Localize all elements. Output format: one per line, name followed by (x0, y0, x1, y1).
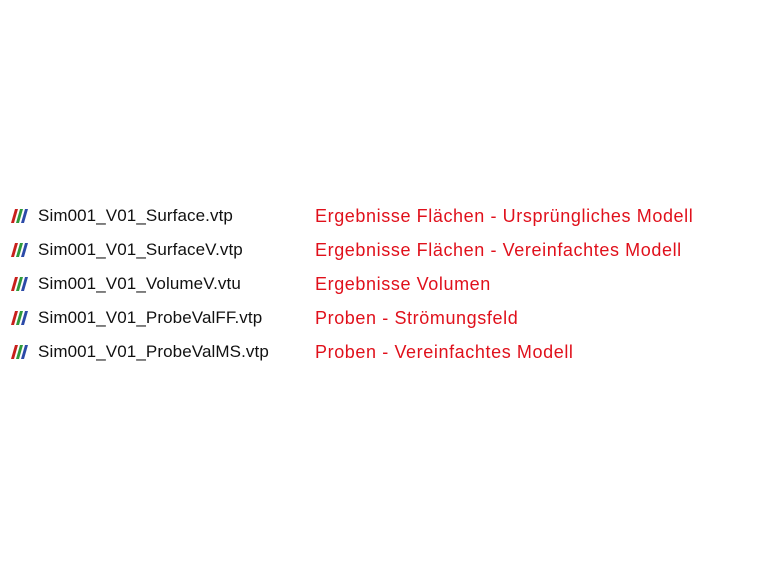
file-description: Ergebnisse Flächen - Vereinfachtes Model… (315, 239, 682, 260)
file-name[interactable]: Sim001_V01_ProbeValFF.vtp (38, 308, 263, 327)
file-name[interactable]: Sim001_V01_VolumeV.vtu (38, 274, 241, 293)
file-description: Ergebnisse Flächen - Ursprüngliches Mode… (315, 205, 694, 226)
file-cell[interactable]: Sim001_V01_VolumeV.vtu (8, 274, 315, 294)
file-row[interactable]: Sim001_V01_VolumeV.vtu Ergebnisse Volume… (8, 267, 752, 301)
file-row[interactable]: Sim001_V01_ProbeValMS.vtp Proben - Verei… (8, 335, 752, 369)
paraview-file-icon (11, 345, 28, 359)
paraview-file-icon (11, 209, 28, 223)
file-cell[interactable]: Sim001_V01_Surface.vtp (8, 206, 315, 226)
file-cell[interactable]: Sim001_V01_SurfaceV.vtp (8, 240, 315, 260)
file-name[interactable]: Sim001_V01_SurfaceV.vtp (38, 240, 243, 259)
file-cell[interactable]: Sim001_V01_ProbeValMS.vtp (8, 342, 315, 362)
paraview-file-icon (11, 243, 28, 257)
file-cell[interactable]: Sim001_V01_ProbeValFF.vtp (8, 308, 315, 328)
file-description: Proben - Vereinfachtes Modell (315, 341, 574, 362)
file-list: Sim001_V01_Surface.vtp Ergebnisse Fläche… (8, 199, 752, 369)
file-description: Proben - Strömungsfeld (315, 307, 519, 328)
file-name[interactable]: Sim001_V01_ProbeValMS.vtp (38, 342, 269, 361)
paraview-file-icon (11, 311, 28, 325)
paraview-file-icon (11, 277, 28, 291)
file-row[interactable]: Sim001_V01_ProbeValFF.vtp Proben - Ström… (8, 301, 752, 335)
file-name[interactable]: Sim001_V01_Surface.vtp (38, 206, 233, 225)
file-row[interactable]: Sim001_V01_SurfaceV.vtp Ergebnisse Fläch… (8, 233, 752, 267)
file-row[interactable]: Sim001_V01_Surface.vtp Ergebnisse Fläche… (8, 199, 752, 233)
file-description: Ergebnisse Volumen (315, 273, 491, 294)
